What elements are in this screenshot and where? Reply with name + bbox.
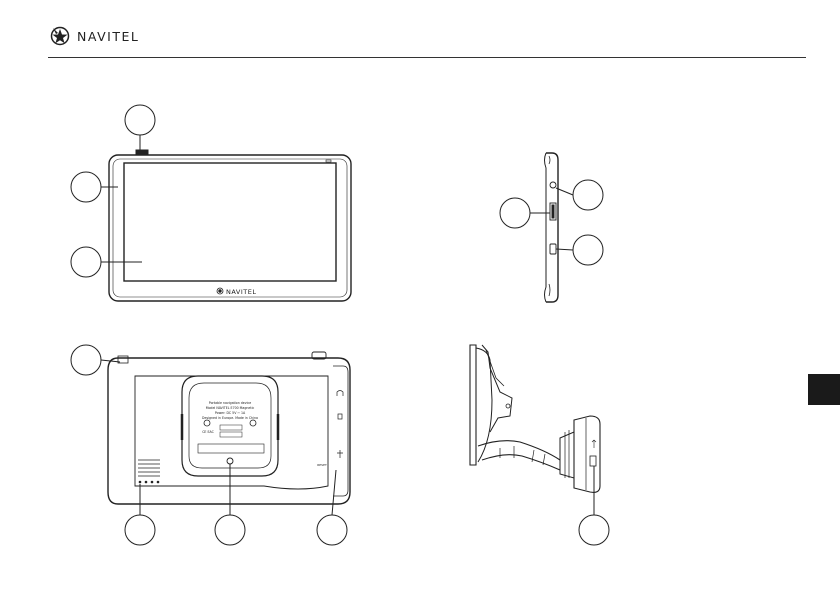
- device-front-view: NAVITEL: [70, 104, 352, 302]
- back-reset-text: RESET: [317, 463, 327, 467]
- mount-usb-port: [589, 455, 597, 467]
- callout-mount-socket: [214, 514, 246, 546]
- brand-name: NAVITEL: [77, 28, 140, 44]
- headphone-icon: [336, 390, 344, 396]
- callout-power-button: [124, 104, 156, 136]
- callout-touchscreen: [70, 246, 102, 278]
- back-label-marks: CE EAC: [202, 430, 214, 434]
- usb-icon: [337, 450, 343, 458]
- front-logo-icon: [216, 287, 224, 295]
- callout-corner-sensor: [70, 344, 102, 376]
- callout-usb-port: [572, 234, 604, 266]
- device-back-view: [70, 344, 351, 546]
- navitel-star-logo-icon: [50, 26, 70, 46]
- speaker-grille: [138, 459, 160, 477]
- back-label-line-1: Portable navigation device: [209, 401, 252, 405]
- navitel-brand: NAVITEL: [50, 24, 139, 48]
- sd-card-icon: [337, 413, 343, 420]
- callout-speaker: [124, 514, 156, 546]
- back-label-line-4: Designed in Europe. Made in China: [202, 416, 258, 420]
- callout-mount-usb: [578, 514, 610, 546]
- callout-front-light-sensor: [70, 171, 102, 203]
- device-side-view: [499, 152, 604, 303]
- header-rule: [48, 57, 806, 58]
- page-side-tab: [808, 374, 840, 405]
- callout-headphone-jack: [572, 179, 604, 211]
- front-screen-brand: NAVITEL: [226, 288, 256, 296]
- windshield-mount-view: [469, 344, 610, 546]
- back-label-line-3: Power: DC 5V ⎓ 1A: [215, 411, 246, 415]
- callout-reset-button: [316, 514, 348, 546]
- back-label-line-2: Model NAVITEL E700 Magnetic: [206, 406, 255, 410]
- callout-microsd-slot: [499, 197, 531, 229]
